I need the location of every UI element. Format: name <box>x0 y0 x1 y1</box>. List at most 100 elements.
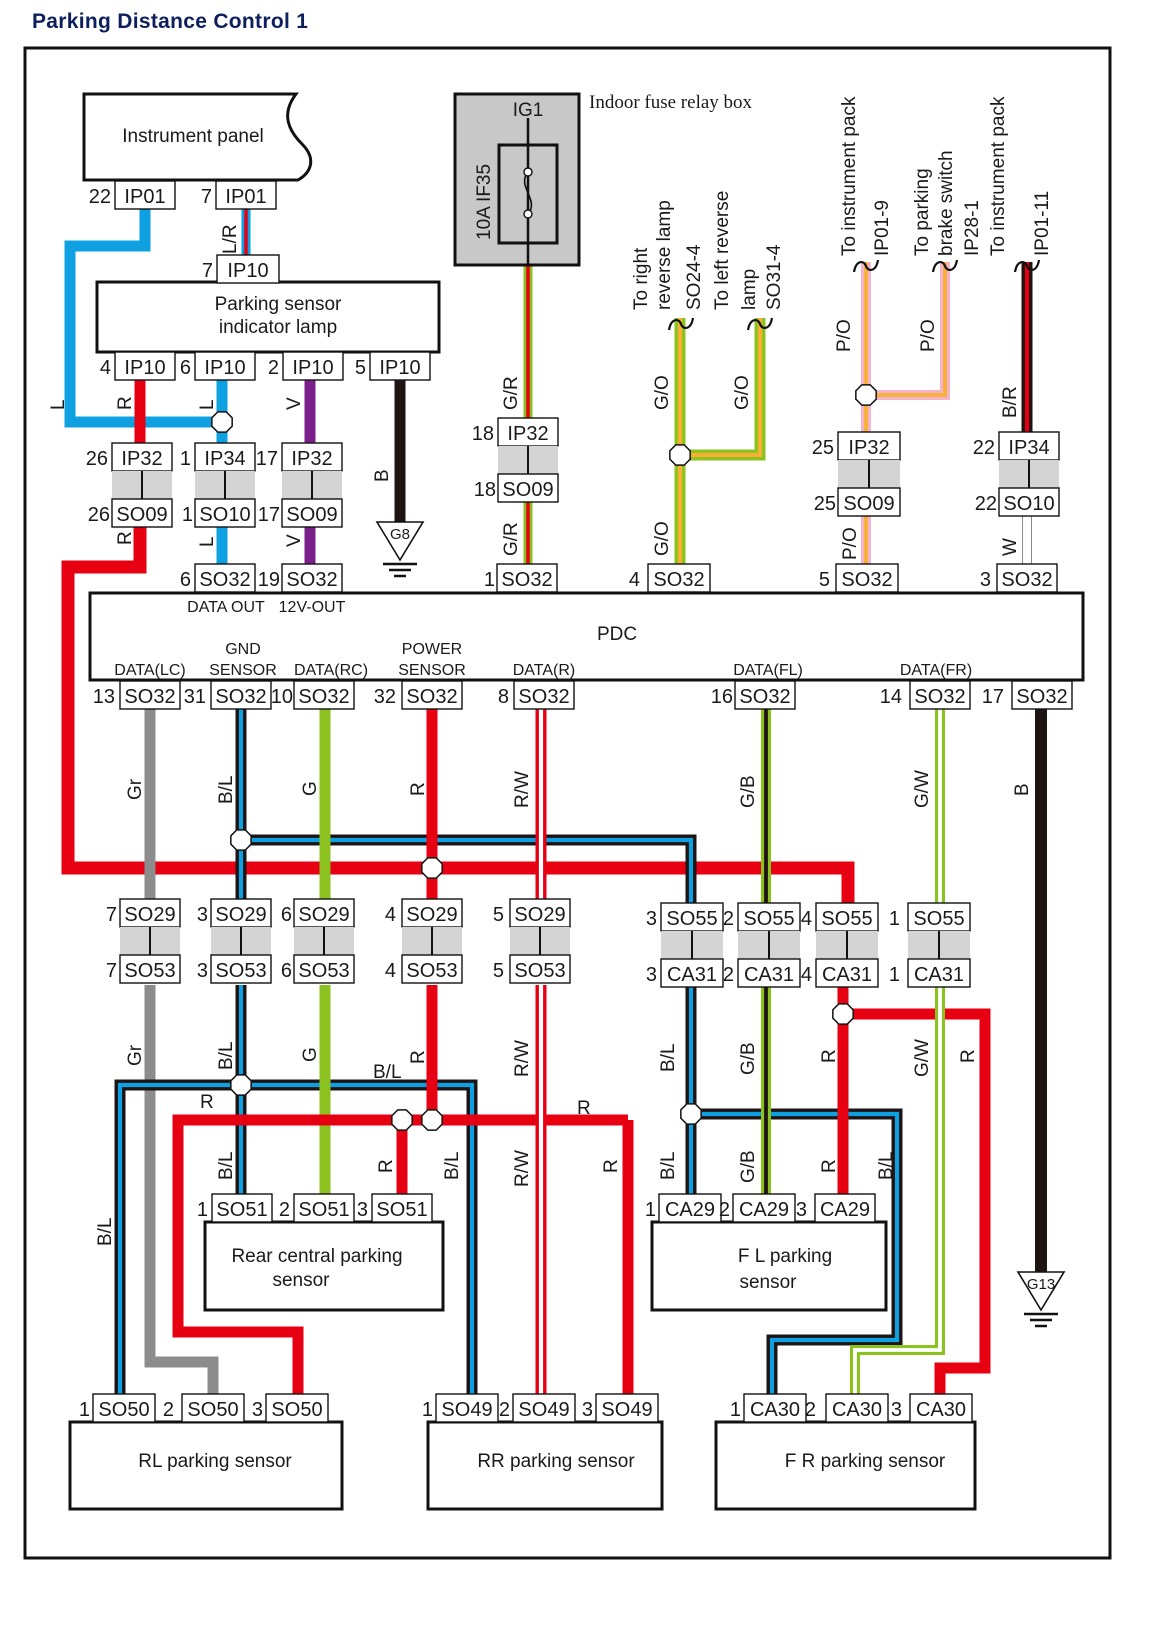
connector-so10-22: SO10 22 <box>975 487 1060 517</box>
connector-box <box>825 1393 889 1423</box>
connector-pin: 1 <box>889 964 900 986</box>
indicator-lamp-label: Parking sensor <box>215 294 342 315</box>
pdc-pin-label: DATA(RC) <box>294 662 368 679</box>
connector-pin: 5 <box>493 904 504 926</box>
external-ref-label: lamp <box>739 269 760 310</box>
wire-stripe <box>117 1082 241 1398</box>
wire-stripe <box>241 1082 475 1398</box>
connector-name: SO53 <box>124 960 175 982</box>
connector-box <box>114 180 176 210</box>
connector-name: CA30 <box>750 1399 800 1421</box>
pdc-pin-label: DATA(R) <box>513 662 576 679</box>
connector-pin: 16 <box>711 686 733 708</box>
connector-pin: 2 <box>279 1199 290 1221</box>
connector-name: SO55 <box>666 908 717 930</box>
connector-pin: 7 <box>106 904 117 926</box>
wire-continuation-icon <box>746 317 774 331</box>
connector-pin: 1 <box>182 504 193 526</box>
connector-box <box>647 563 711 593</box>
connector-name: SO29 <box>514 904 565 926</box>
connector-pin: 22 <box>975 493 997 515</box>
connector-box <box>114 351 176 381</box>
connector-name: SO09 <box>843 493 894 515</box>
connector-name: IP10 <box>204 357 245 379</box>
wire-color-label: G <box>300 781 321 796</box>
connector-box <box>281 563 343 593</box>
connector-pin: 7 <box>202 260 213 282</box>
connector-box <box>658 1193 722 1223</box>
connector-pin: 32 <box>374 686 396 708</box>
wire-color-label: G/O <box>652 375 673 410</box>
connector-pin: 3 <box>357 1199 368 1221</box>
connector-pin: 4 <box>629 569 640 591</box>
connector-pin: 13 <box>93 686 115 708</box>
instrument-panel-label: Instrument panel <box>122 126 264 147</box>
connector-pin: 1 <box>645 1199 656 1221</box>
wire-b-l-gnd-to-front <box>241 834 697 910</box>
connector-pin: 1 <box>889 908 900 930</box>
splice-node <box>211 411 233 433</box>
connector-pin: 4 <box>385 904 396 926</box>
external-ref-label: brake switch <box>936 150 957 256</box>
connector-box <box>401 954 463 984</box>
connector-box <box>369 351 431 381</box>
connector-box <box>737 902 801 932</box>
connector-pin: 1 <box>180 448 191 470</box>
connector-box <box>282 351 344 381</box>
connector-pin: 2 <box>499 1399 510 1421</box>
connector-name: SO53 <box>514 960 565 982</box>
connector-name: IP10 <box>379 357 420 379</box>
connector-box <box>497 417 559 447</box>
connector-box <box>497 473 559 503</box>
connector-name: SO09 <box>502 479 553 501</box>
connector-name: CA29 <box>665 1199 715 1221</box>
connector-box <box>435 1393 499 1423</box>
splice-node <box>230 829 252 851</box>
connector-box <box>265 1393 329 1423</box>
pdc-pin-label: DATA(FR) <box>900 662 972 679</box>
wire-color-label: R/W <box>512 1150 533 1187</box>
wire-color-label: R <box>408 782 429 796</box>
splice-node <box>855 384 877 406</box>
connector-box <box>194 498 256 528</box>
pdc-pin-label: SENSOR <box>209 662 277 679</box>
connector-pin: 4 <box>801 908 812 930</box>
wire-color-label: R <box>115 531 136 545</box>
connector-box <box>660 958 724 988</box>
connector-box <box>281 498 343 528</box>
wire-color-label: W <box>1000 538 1021 556</box>
connector-name: IP32 <box>848 437 889 459</box>
wire-color-label: R <box>601 1159 622 1173</box>
wire-b-l-rl-gnd <box>114 1079 241 1398</box>
connector-name: SO09 <box>286 504 337 526</box>
wire-b-l-rr-gnd <box>241 1079 478 1398</box>
pdc-box <box>88 591 1085 682</box>
connector-box <box>92 1393 156 1423</box>
sensor-label: Rear central parking <box>231 1246 402 1267</box>
connector-name: SO32 <box>518 686 569 708</box>
connector-name: SO10 <box>1003 493 1054 515</box>
wire-color-label: G/O <box>732 375 753 410</box>
splice-node <box>669 444 691 466</box>
connector-box <box>293 1193 355 1223</box>
connector-name: CA31 <box>914 964 964 986</box>
connector-box <box>119 680 181 710</box>
connector-box <box>215 180 277 210</box>
connector-name: SO32 <box>1016 686 1067 708</box>
